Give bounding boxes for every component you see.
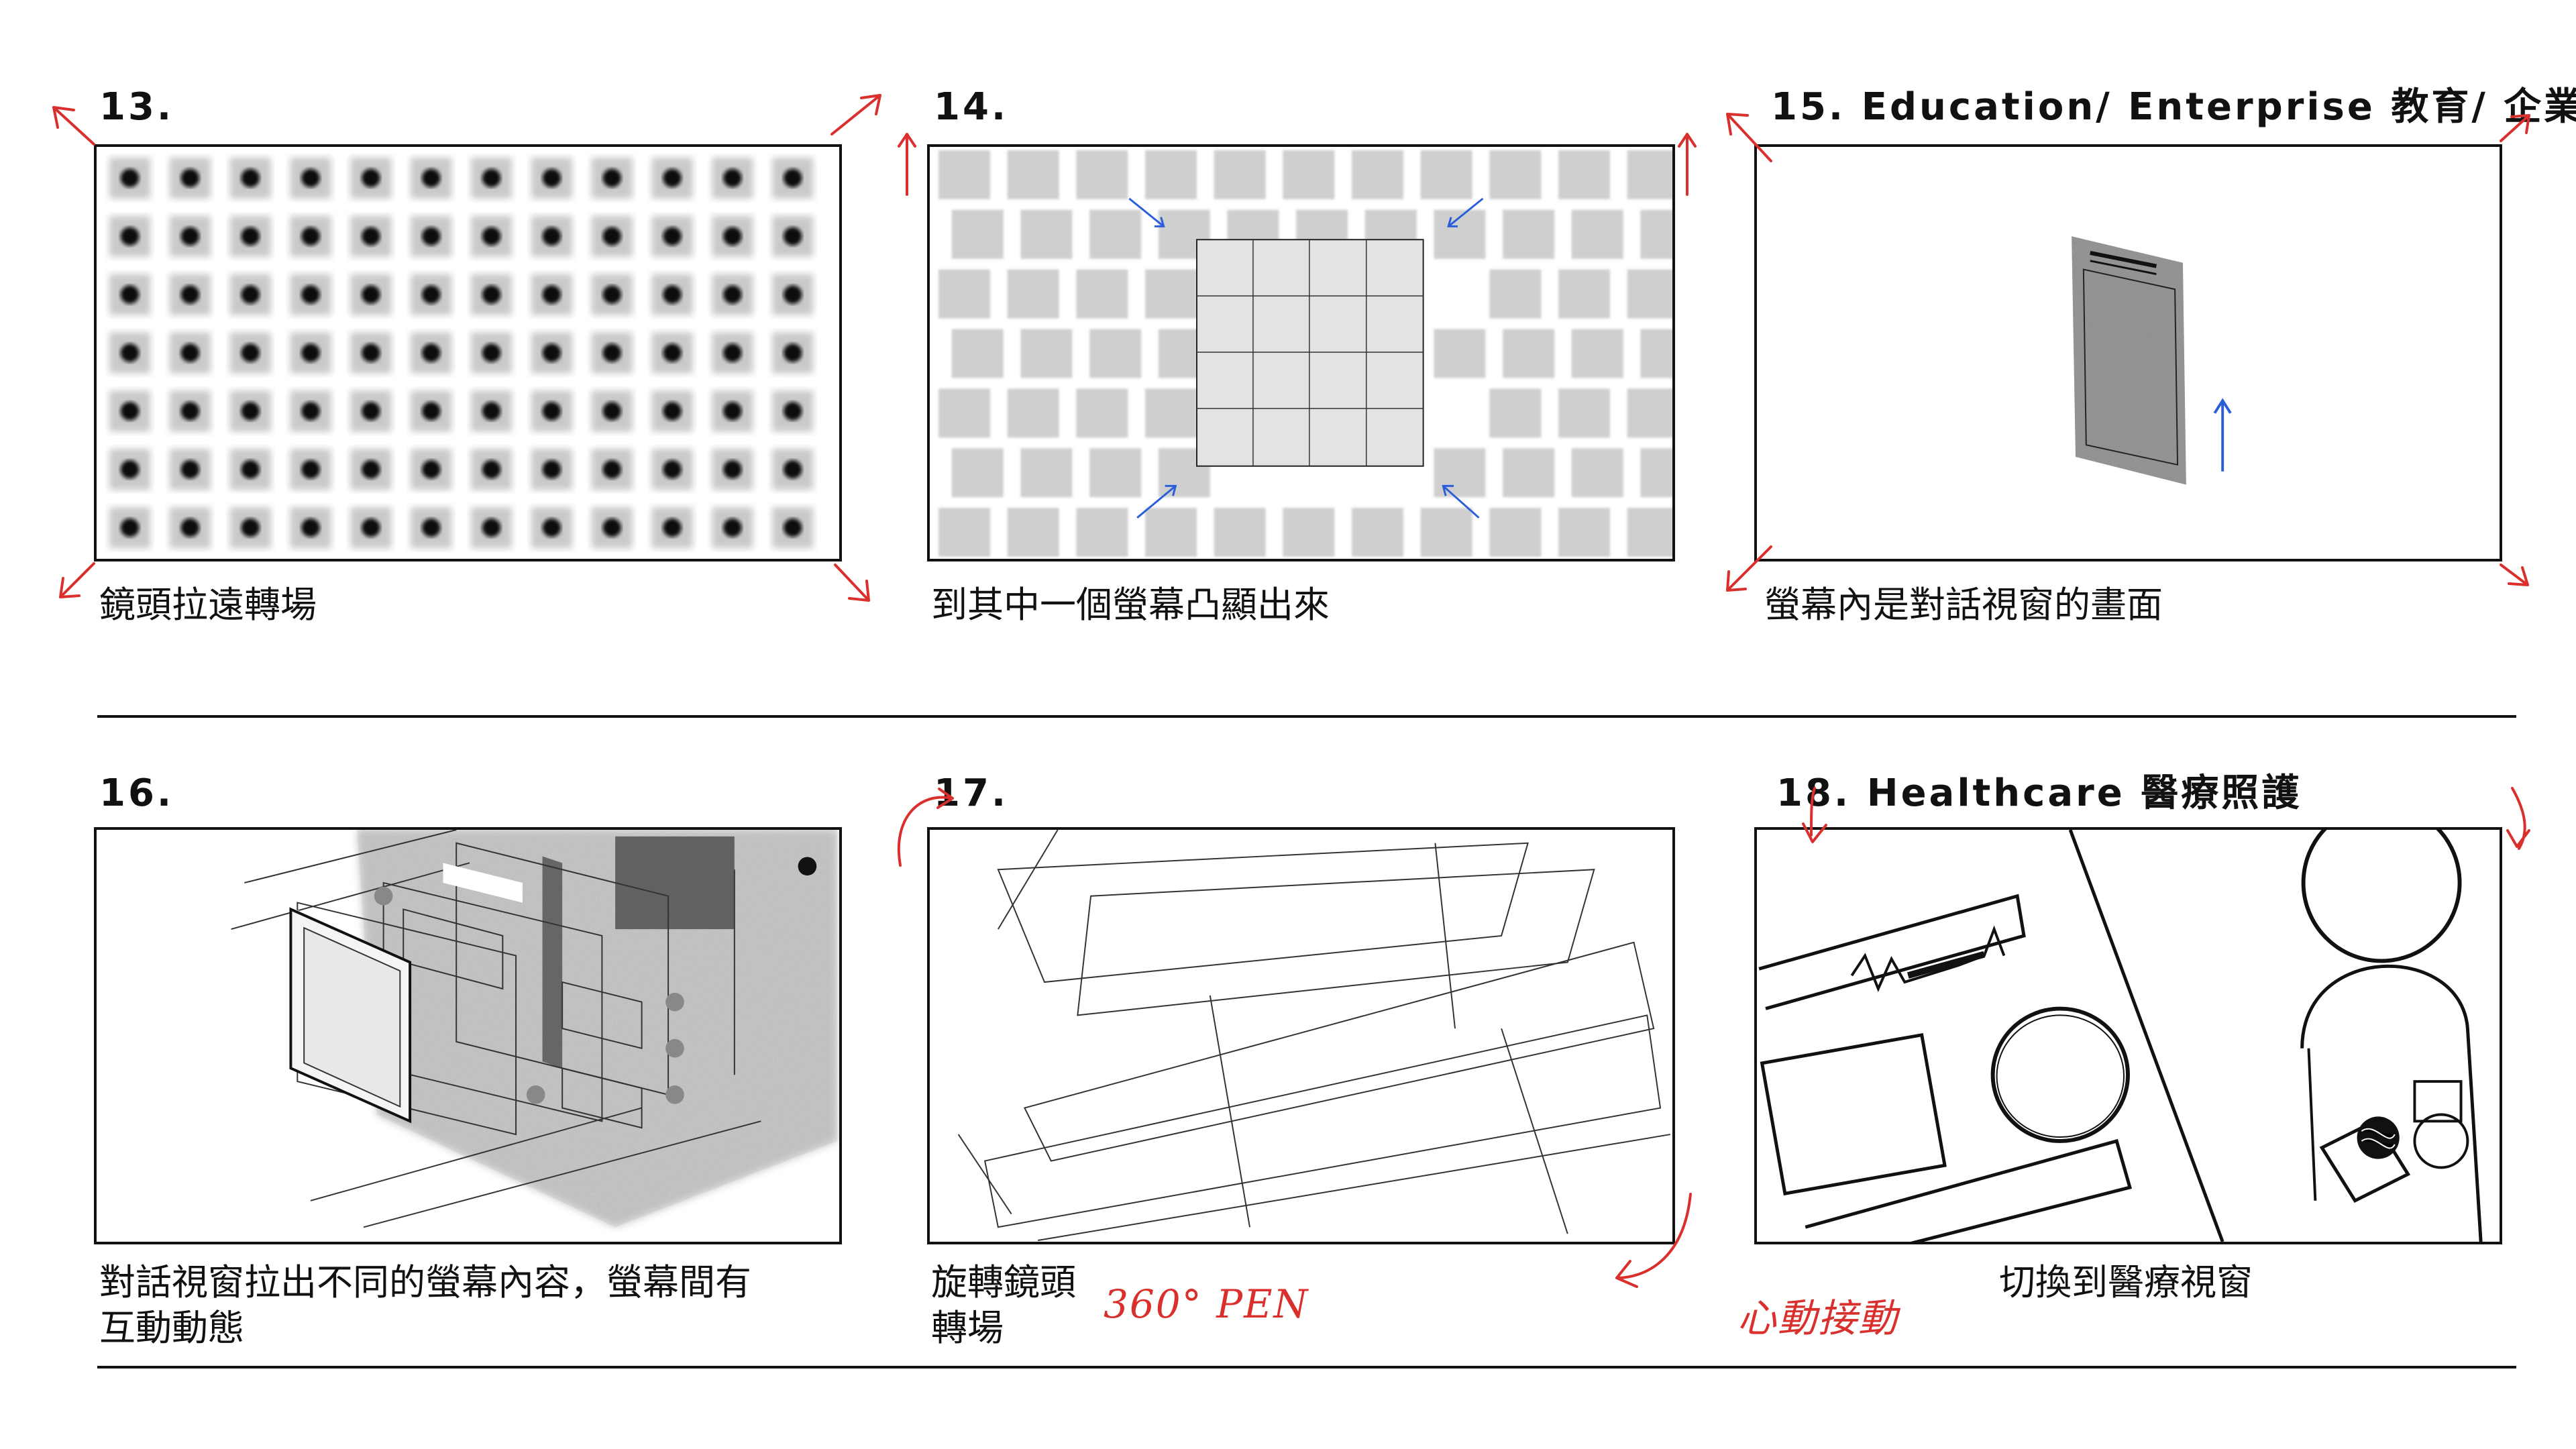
- panel-17-frame: [927, 827, 1675, 1244]
- panel-18-frame: [1754, 827, 2502, 1244]
- panel-16-sketch: [231, 830, 837, 1228]
- panel-17-caption-line-1: 旋轉鏡頭: [931, 1261, 1076, 1303]
- panel-13-caption: 鏡頭拉遠轉場: [99, 584, 317, 626]
- panel-15-caption: 螢幕內是對話視窗的畫面: [1764, 584, 2163, 626]
- panel-13-frame: [94, 144, 842, 561]
- panel-17-title: 17.: [934, 771, 1009, 815]
- panel-18-title: 18. Healthcare 醫療照護: [1776, 771, 2302, 815]
- handwritten-note-360: 360° PEN: [1104, 1281, 1309, 1327]
- panel-17-caption-line-2: 轉場: [931, 1307, 1004, 1349]
- panel-14-frame: [927, 144, 1675, 561]
- panel-18-sketch: [1758, 830, 2483, 1242]
- handwritten-note-move: 心動接動: [1737, 1295, 1899, 1341]
- panel-18-caption: 切換到醫療視窗: [1999, 1261, 2253, 1303]
- panel-16-title: 16.: [99, 771, 174, 815]
- panel-17-sketch: [957, 830, 1670, 1241]
- row-divider-2: [97, 1366, 2516, 1368]
- panel-14-title: 14.: [934, 85, 1009, 129]
- panel-14-sketch: [938, 150, 1672, 557]
- panel-15-sketch: [2072, 236, 2232, 485]
- panel-16-frame: [94, 827, 842, 1244]
- panel-13-sketch: [109, 157, 814, 549]
- panel-16-caption-line-2: 互動動態: [99, 1307, 244, 1349]
- panel-15-title: 15. Education/ Enterprise 教育/ 企業: [1771, 85, 2576, 129]
- panel-15-frame: [1754, 144, 2502, 561]
- panel-16-caption-line-1: 對話視窗拉出不同的螢幕內容，螢幕間有: [99, 1261, 751, 1303]
- panel-14-caption: 到其中一個螢幕凸顯出來: [931, 584, 1330, 626]
- panel-13-title: 13.: [99, 85, 174, 129]
- row-divider-1: [97, 715, 2516, 718]
